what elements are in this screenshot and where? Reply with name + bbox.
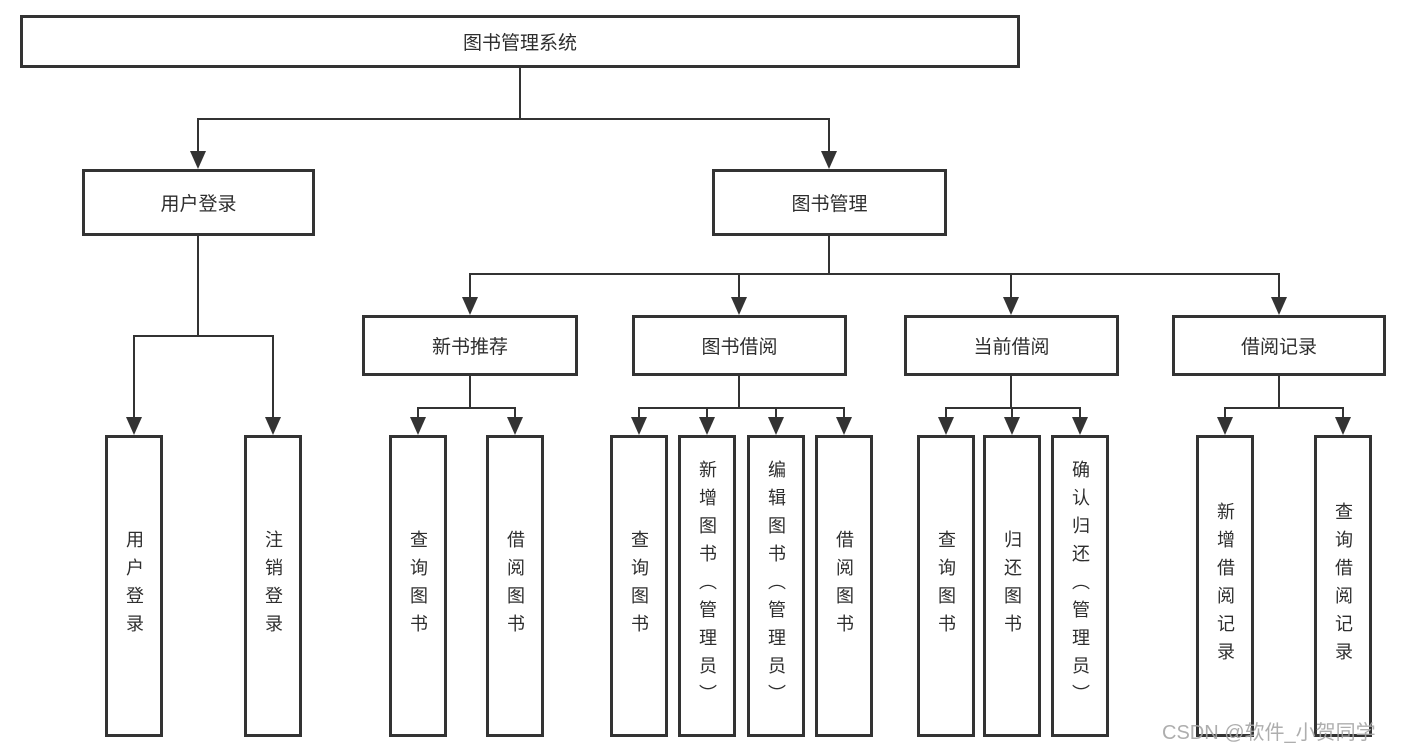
connector-line (738, 273, 740, 299)
connector-line (945, 407, 947, 419)
connector-line (197, 118, 199, 153)
leaf-add-book-admin-label: 新增图书（管理员） (697, 460, 717, 712)
node-borrow-record: 借阅记录 (1172, 315, 1386, 376)
arrow-down-icon (126, 417, 142, 435)
connector-line (706, 407, 708, 419)
leaf-query-books-recommend-label: 查询图书 (408, 530, 428, 642)
leaf-logout: 注销登录 (244, 435, 302, 737)
leaf-edit-book-admin-label: 编辑图书（管理员） (766, 460, 786, 712)
arrow-down-icon (821, 151, 837, 169)
connector-line (1225, 407, 1343, 409)
connector-line (133, 335, 135, 419)
arrow-down-icon (631, 417, 647, 435)
leaf-query-books-recommend: 查询图书 (389, 435, 447, 737)
connector-line (470, 273, 1279, 275)
arrow-down-icon (699, 417, 715, 435)
node-new-book-recommend: 新书推荐 (362, 315, 578, 376)
connector-line (198, 118, 830, 120)
arrow-down-icon (731, 297, 747, 315)
connector-line (639, 407, 844, 409)
leaf-query-borrow-record-label: 查询借阅记录 (1333, 502, 1353, 670)
leaf-user-login: 用户登录 (105, 435, 163, 737)
node-user-login: 用户登录 (82, 169, 315, 236)
connector-line (1079, 407, 1081, 419)
connector-line (1342, 407, 1344, 419)
node-book-borrow: 图书借阅 (632, 315, 847, 376)
connector-line (1224, 407, 1226, 419)
connector-line (418, 407, 515, 409)
leaf-query-books-current-label: 查询图书 (936, 530, 956, 642)
connector-line (469, 273, 471, 299)
arrow-down-icon (265, 417, 281, 435)
node-book-management-label: 图书管理 (791, 194, 868, 215)
node-user-login-label: 用户登录 (160, 194, 237, 215)
connector-line (197, 236, 199, 335)
leaf-confirm-return-admin-label: 确认归还（管理员） (1070, 460, 1090, 712)
node-library-management-system: 图书管理系统 (20, 15, 1020, 68)
leaf-query-books-borrow: 查询图书 (610, 435, 668, 737)
leaf-return-book-label: 归还图书 (1002, 530, 1022, 642)
node-book-management: 图书管理 (712, 169, 947, 236)
connector-line (469, 376, 471, 407)
node-library-management-system-label: 图书管理系统 (462, 33, 577, 54)
connector-line (638, 407, 640, 419)
leaf-query-borrow-record: 查询借阅记录 (1314, 435, 1372, 737)
leaf-user-login-label: 用户登录 (124, 530, 144, 642)
leaf-confirm-return-admin: 确认归还（管理员） (1051, 435, 1109, 737)
arrow-down-icon (836, 417, 852, 435)
leaf-add-borrow-record-label: 新增借阅记录 (1215, 502, 1235, 670)
arrow-down-icon (1271, 297, 1287, 315)
connector-line (828, 236, 830, 273)
node-book-borrow-label: 图书借阅 (701, 337, 778, 358)
leaf-logout-label: 注销登录 (263, 530, 283, 642)
leaf-borrow-books-recommend-label: 借阅图书 (505, 530, 525, 642)
connector-line (1010, 273, 1012, 299)
connector-line (1278, 376, 1280, 407)
leaf-query-books-current: 查询图书 (917, 435, 975, 737)
connector-line (1010, 376, 1012, 407)
connector-line (946, 407, 1080, 409)
arrow-down-icon (1335, 417, 1351, 435)
connector-line (843, 407, 845, 419)
arrow-down-icon (1072, 417, 1088, 435)
leaf-borrow-books-recommend: 借阅图书 (486, 435, 544, 737)
node-current-borrow: 当前借阅 (904, 315, 1119, 376)
arrow-down-icon (938, 417, 954, 435)
connector-line (519, 68, 521, 118)
connector-line (514, 407, 516, 419)
node-borrow-record-label: 借阅记录 (1240, 337, 1317, 358)
arrow-down-icon (768, 417, 784, 435)
connector-line (134, 335, 273, 337)
connector-line (1011, 407, 1013, 419)
arrow-down-icon (1004, 417, 1020, 435)
arrow-down-icon (190, 151, 206, 169)
connector-line (828, 118, 830, 153)
arrow-down-icon (410, 417, 426, 435)
connector-line (775, 407, 777, 419)
leaf-borrow-books: 借阅图书 (815, 435, 873, 737)
leaf-borrow-books-label: 借阅图书 (834, 530, 854, 642)
connector-line (417, 407, 419, 419)
leaf-return-book: 归还图书 (983, 435, 1041, 737)
leaf-query-books-borrow-label: 查询图书 (629, 530, 649, 642)
connector-line (1278, 273, 1280, 299)
leaf-add-borrow-record: 新增借阅记录 (1196, 435, 1254, 737)
node-new-book-recommend-label: 新书推荐 (431, 337, 508, 358)
leaf-add-book-admin: 新增图书（管理员） (678, 435, 736, 737)
node-current-borrow-label: 当前借阅 (973, 337, 1050, 358)
connector-line (272, 335, 274, 419)
leaf-edit-book-admin: 编辑图书（管理员） (747, 435, 805, 737)
arrow-down-icon (1003, 297, 1019, 315)
connector-line (738, 376, 740, 407)
arrow-down-icon (462, 297, 478, 315)
arrow-down-icon (507, 417, 523, 435)
csdn-watermark: CSDN @软件_小贺同学 (1162, 722, 1376, 744)
arrow-down-icon (1217, 417, 1233, 435)
